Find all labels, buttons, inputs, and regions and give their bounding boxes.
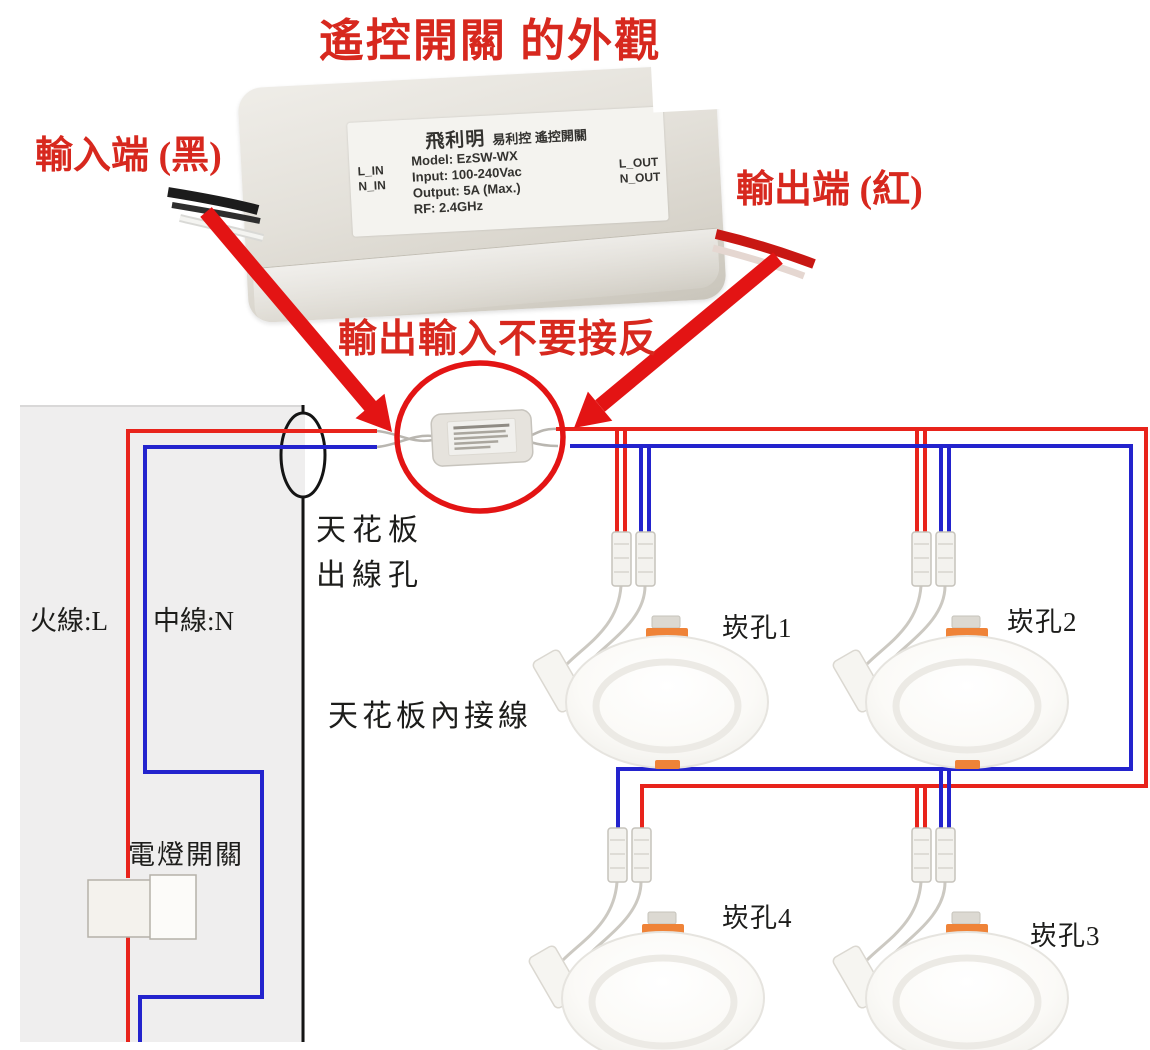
neutral-wire-main-run — [570, 444, 1133, 833]
output-arrow — [574, 252, 783, 428]
live-wire-label: 火線:L — [30, 606, 108, 636]
neutral-drop-light3 — [939, 769, 951, 833]
input-arrow — [200, 207, 392, 432]
polarity-warning-label: 輸出輸入不要接反 — [338, 318, 659, 361]
neutral-wire-label: 中線:N — [153, 606, 234, 636]
light-switch-label: 電燈開關 — [128, 840, 244, 870]
ceiling-hole-label: 天花板 出線孔 — [316, 508, 424, 598]
neutral-drop-light1 — [639, 446, 651, 537]
ceiling-inner-wiring-label: 天花板內接線 — [328, 700, 532, 733]
live-drop-light3 — [915, 786, 927, 833]
neutral-drop-light2 — [939, 446, 951, 537]
live-wire-main-run — [556, 427, 1148, 833]
downlight-2 — [832, 532, 1068, 769]
black-input-wire — [167, 187, 260, 215]
input-end-label: 輸入端 (黑) — [35, 135, 222, 177]
downlight-2-label: 崁孔2 — [1007, 607, 1078, 637]
ceiling-hole-label-line1: 天花板 — [316, 514, 424, 547]
downlight-1-label: 崁孔1 — [722, 613, 793, 643]
emphasis-circle — [394, 360, 566, 514]
black-input-wire-2 — [171, 202, 261, 224]
ceiling-hole-label-line2: 出線孔 — [316, 559, 424, 592]
in-ceiling-device — [430, 409, 534, 467]
striped-output-wire — [712, 244, 806, 280]
downlight-4-label: 崁孔4 — [722, 903, 793, 933]
wall-switch — [87, 874, 197, 940]
device-right-leads — [529, 427, 559, 448]
page-title: 遙控開關 的外觀 — [318, 16, 662, 66]
live-wire-to-device — [126, 429, 377, 878]
ceiling-outlet-hole — [279, 411, 327, 499]
device-left-leads — [376, 429, 434, 449]
neutral-wire-wall-run — [138, 445, 377, 1042]
red-output-wire — [714, 229, 816, 269]
downlight-4 — [528, 828, 764, 1050]
downlight-3-label: 崁孔3 — [1030, 921, 1101, 951]
downlight-1 — [532, 532, 768, 769]
output-end-label: 輸出端 (紅) — [736, 169, 923, 211]
